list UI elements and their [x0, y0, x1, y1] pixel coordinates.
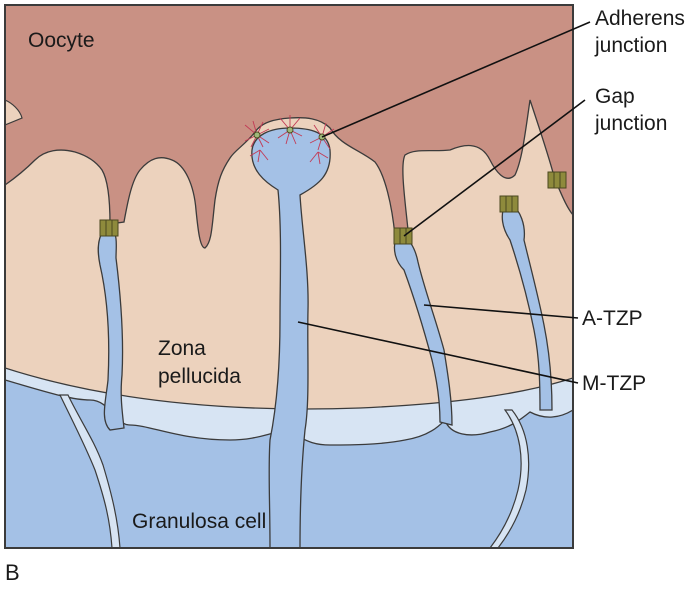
- diagram-frame: [4, 4, 574, 549]
- m-tzp-projection: [251, 127, 331, 548]
- label-adherens-line1: Adherens: [595, 7, 685, 30]
- granulosa-left-process: [59, 394, 121, 548]
- gap-junction-right: [499, 195, 519, 213]
- label-zona-line1: Zona: [158, 337, 206, 360]
- zona-left-edge: [5, 99, 23, 126]
- gap-junction-left: [99, 219, 119, 237]
- label-gap-line2: junction: [594, 112, 667, 135]
- label-zona-line2: pellucida: [158, 365, 241, 388]
- label-adherens-line2: junction: [594, 34, 667, 57]
- leader-adherens: [321, 21, 591, 138]
- leader-gap: [403, 99, 586, 237]
- a-tzp-left: [97, 227, 125, 431]
- adherens-junctions: [244, 115, 335, 165]
- panel-label: B: [5, 560, 20, 585]
- leader-lines: [297, 21, 591, 384]
- label-gap-line1: Gap: [595, 85, 635, 108]
- label-oocyte: Oocyte: [28, 29, 95, 52]
- a-tzp-far-right: [501, 204, 553, 411]
- label-a-tzp: A-TZP: [582, 307, 643, 330]
- granulosa-right-process: [489, 409, 530, 548]
- leader-a-tzp: [423, 304, 579, 319]
- gap-junction-far-right: [547, 171, 567, 189]
- label-m-tzp: M-TZP: [582, 372, 646, 395]
- leader-m-tzp: [297, 321, 579, 384]
- a-tzp-right: [393, 235, 453, 426]
- label-granulosa: Granulosa cell: [132, 510, 266, 533]
- gap-junction-labeled: [393, 227, 413, 245]
